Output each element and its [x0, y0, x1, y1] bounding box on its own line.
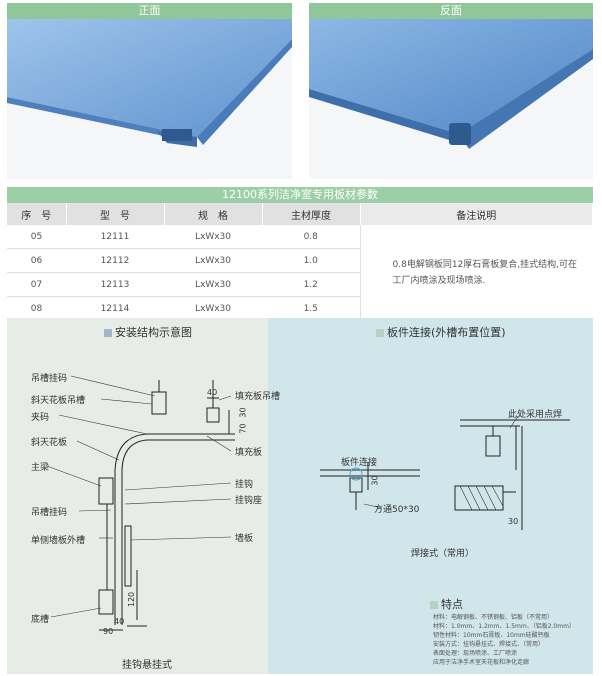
back-label: 反面	[309, 3, 593, 19]
cell-spec: LxWx30	[164, 272, 262, 297]
label-hook: 挂钩	[235, 480, 254, 490]
dim-30: 30	[238, 407, 248, 418]
features-title: 特点	[430, 596, 463, 612]
feature-line: 表面处理：现场喷涂、工厂喷涂	[433, 650, 518, 657]
install-title: 安装结构示意图	[104, 324, 192, 340]
cell-no: 05	[7, 225, 66, 249]
label-single-side: 单侧墙板外槽	[31, 536, 86, 546]
table-header-row: 序 号 型 号 规 格 主材厚度 备注说明	[7, 203, 593, 225]
feature-line: 应用于洁净手术室天花板和净化走廊	[433, 659, 530, 666]
label-hanging-code: 吊槽挂码	[31, 374, 68, 384]
back-panel-image	[309, 19, 593, 179]
table-row: 08 12114 LxWx30 1.5	[7, 296, 593, 321]
square-bullet-icon	[104, 329, 112, 337]
connect-drawing	[320, 415, 570, 530]
col-header-remark: 备注说明	[360, 203, 593, 225]
label-fill-panel: 填充板	[235, 448, 263, 458]
label-hook-seat: 挂钩座	[235, 496, 263, 506]
front-panel-image	[7, 19, 292, 179]
label-slant-groove: 斜天花板吊槽	[31, 396, 86, 406]
square-bullet-icon	[430, 601, 438, 609]
install-caption: 挂钩悬挂式	[122, 660, 172, 671]
dim-30a: 30	[370, 475, 380, 486]
dim-70: 70	[238, 423, 248, 434]
cell-thickness: 1.5	[262, 296, 360, 321]
table-row: 07 12113 LxWx30 1.2	[7, 272, 593, 297]
table-row: 05 12111 LxWx30 0.8 0.8电解钢板同12厚石膏板复合,挂式结…	[7, 225, 593, 321]
front-photo	[7, 19, 292, 179]
parameter-table: 序 号 型 号 规 格 主材厚度 备注说明 05 12111 LxWx30 0.…	[7, 203, 593, 321]
feature-line: 安装方式：挂钩悬挂式、焊接式、（常用）	[433, 641, 545, 648]
cell-spec: LxWx30	[164, 248, 262, 273]
label-main-beam: 主梁	[31, 463, 50, 473]
cell-no: 07	[7, 272, 66, 297]
cell-model: 12112	[66, 248, 164, 273]
cell-spec: LxWx30	[164, 296, 262, 321]
square-bullet-icon	[376, 329, 384, 337]
dim-40: 40	[207, 388, 218, 397]
label-weld: 此处采用点焊	[508, 410, 563, 420]
dim-40b: 40	[114, 617, 125, 626]
connect-title: 板件连接(外槽布置位置)	[376, 324, 506, 340]
connect-panel	[268, 318, 593, 674]
dim-30b: 30	[508, 517, 519, 526]
label-fill-groove: 填充板吊槽	[235, 392, 281, 402]
col-header-model: 型 号	[66, 203, 165, 225]
table-row: 06 12112 LxWx30 1.0	[7, 248, 593, 273]
col-header-thickness: 主材厚度	[262, 203, 361, 225]
label-tube: 方通50*30	[374, 505, 420, 515]
cell-model: 12111	[66, 225, 164, 249]
feature-line: 材料：1.0mm、1.2mm、1.5mm、（铝板2.0mm）	[433, 623, 575, 630]
cell-no: 08	[7, 296, 66, 321]
cell-remark: 0.8电解钢板同12厚石膏板复合,挂式结构,可在工厂内喷涂及现场喷涂.	[359, 225, 593, 321]
label-clamp: 夹码	[31, 413, 50, 423]
cell-thickness: 1.0	[262, 248, 360, 273]
dim-120: 120	[127, 591, 137, 608]
cell-spec: LxWx30	[164, 225, 262, 249]
col-header-spec: 规 格	[164, 203, 263, 225]
label-bottom-groove: 底槽	[31, 615, 50, 625]
feature-line: 材料：电解钢板、不锈钢板、铝板（不常用）	[433, 614, 554, 621]
cell-no: 06	[7, 248, 66, 273]
feature-line: 韧性材料：10mm石膏板、10mm硅酸钙板	[433, 632, 550, 639]
connect-caption: 焊接式（常用）	[411, 549, 475, 559]
cell-model: 12114	[66, 296, 164, 321]
dim-90: 90	[103, 627, 114, 636]
back-photo	[309, 19, 593, 179]
cell-model: 12113	[66, 272, 164, 297]
label-hanging-code-2: 吊槽挂码	[31, 508, 68, 518]
install-drawing	[46, 375, 235, 631]
col-header-no: 序 号	[7, 203, 67, 225]
label-slant-ceiling: 斜天花板	[31, 438, 68, 448]
cell-thickness: 0.8	[262, 225, 360, 249]
label-connect: 板件连接	[341, 458, 378, 468]
front-label: 正面	[7, 3, 292, 19]
table-title: 12100系列洁净室专用板材参数	[7, 187, 593, 203]
label-wall-panel: 墙板	[235, 534, 254, 544]
cell-thickness: 1.2	[262, 272, 360, 297]
